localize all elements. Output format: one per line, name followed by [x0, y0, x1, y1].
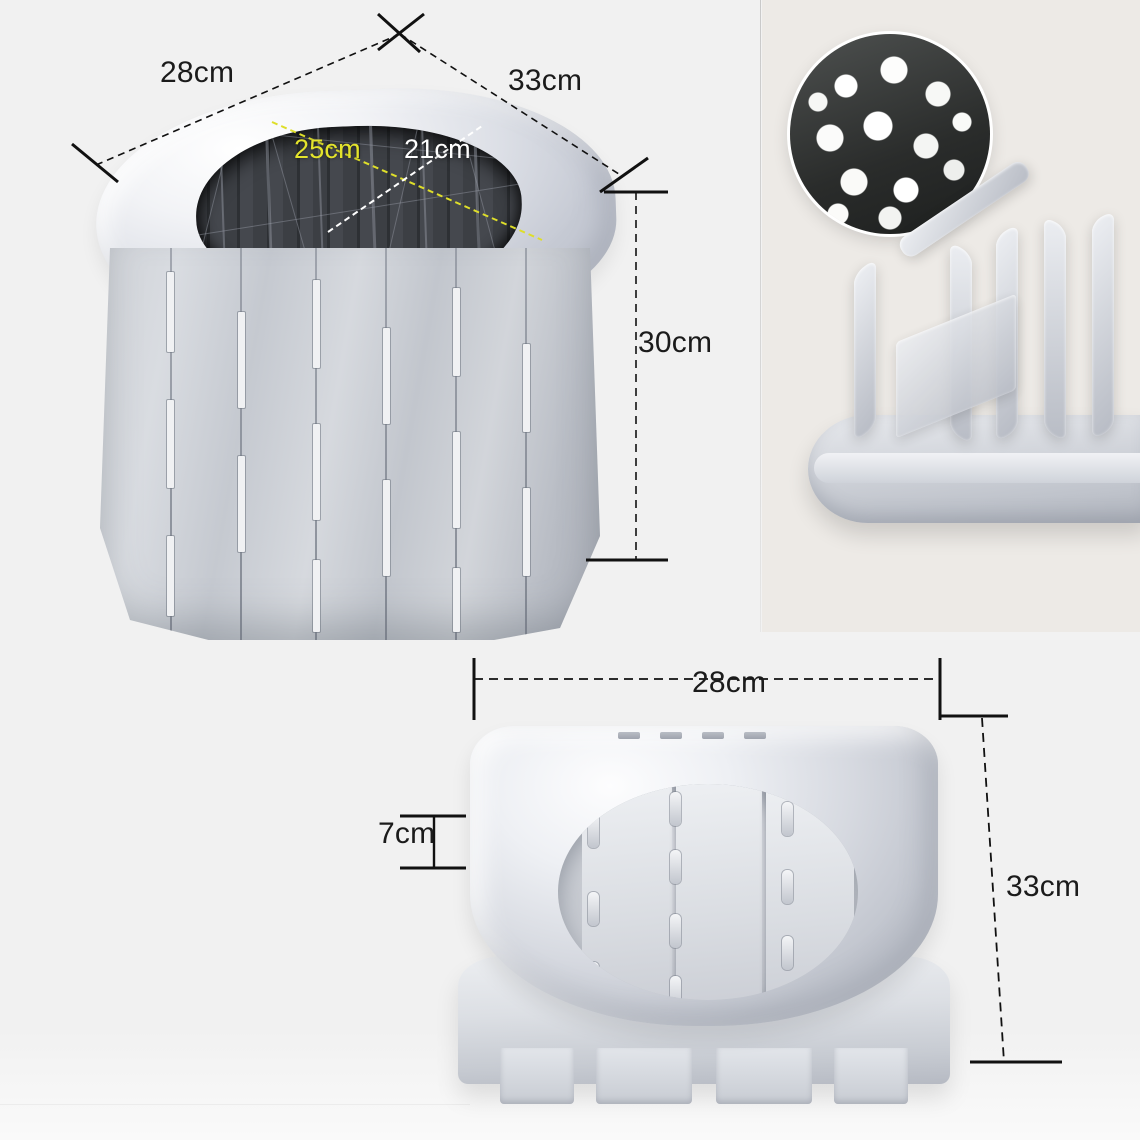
product-folded-flat: [448, 718, 958, 1106]
dimension-label-30cm-height: 30cm: [638, 326, 713, 359]
dimension-label-28cm-folded: 28cm: [692, 666, 767, 699]
toilet-folding-body: [100, 248, 600, 640]
dimension-label-25cm-opening: 25cm: [294, 134, 361, 164]
dimension-label-21cm-opening: 21cm: [404, 134, 471, 164]
product-assembled-toilet: [78, 78, 638, 640]
panel-divider-vertical: [760, 0, 761, 632]
product-folded-hinge-detail: [800, 158, 1140, 632]
dimension-label-7cm-thickness: 7cm: [378, 817, 436, 850]
dimension-label-28cm-top: 28cm: [160, 56, 235, 89]
dimension-label-33cm-top: 33cm: [508, 64, 583, 97]
panel-divider-horizontal: [0, 1104, 470, 1105]
panel-assembled-view: 28cm 33cm 30cm 25cm 21cm: [0, 0, 760, 640]
dimension-label-33cm-folded: 33cm: [1006, 870, 1081, 903]
